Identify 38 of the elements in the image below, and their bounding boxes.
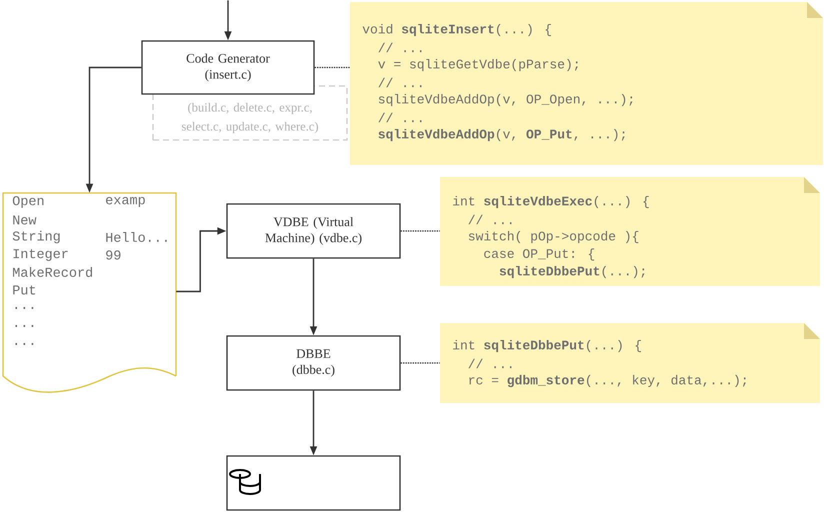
code-note: [440, 177, 820, 286]
instruction-text: String: [12, 230, 60, 244]
instruction-text: examp: [106, 196, 145, 208]
process-box: VDBE (Virtual Machine) (vdbe.c): [226, 203, 401, 259]
code-line: switch( pOp->opcode ){: [468, 230, 638, 244]
instruction-text: New: [13, 216, 36, 224]
instruction-text: Hello...: [106, 232, 167, 242]
code-line: // ...: [378, 42, 422, 52]
code-note: [350, 2, 823, 165]
code-line: // ...: [378, 112, 422, 122]
leader-line: [314, 66, 350, 68]
code-note: [440, 323, 820, 403]
instruction-text: MakeRecord: [13, 267, 92, 277]
code-line: // ...: [468, 358, 512, 368]
instruction-text: 99: [106, 250, 120, 260]
code-line: sqliteVdbeAddOp(v, OP_Put, ...);: [378, 128, 625, 142]
leader-line: [400, 230, 440, 232]
instruction-text: ...: [15, 325, 34, 327]
code-line: // ...: [378, 78, 422, 88]
empty-box: [226, 455, 401, 511]
code-line: v = sqliteGetVdbe(pParse);: [378, 58, 578, 72]
leader-line: [400, 362, 440, 364]
code-line: // ...: [468, 214, 512, 224]
code-line: int sqliteDbbePut(...) {: [453, 340, 641, 352]
code-line: sqliteVdbeAddOp(v, OP_Open, ...);: [378, 94, 632, 106]
instruction-text: Put: [13, 285, 36, 295]
process-box: Code Generator (insert.c): [141, 40, 315, 95]
code-line: int sqliteVdbeExec(...) {: [453, 196, 649, 208]
code-line: rc = gdbm_store(..., key, data,...);: [469, 374, 746, 388]
code-line: sqliteDbbePut(...);: [500, 266, 644, 278]
instruction-text: Open: [12, 196, 44, 208]
bytecode-document: [2, 192, 177, 393]
code-line: void sqliteInsert(...) {: [362, 24, 551, 36]
code-line: case OP_Put: {: [484, 248, 594, 261]
instruction-text: ...: [15, 343, 34, 345]
instruction-text: ...: [15, 307, 34, 309]
process-box: DBBE (dbbe.c): [226, 335, 401, 391]
instruction-text: Integer: [14, 249, 68, 261]
